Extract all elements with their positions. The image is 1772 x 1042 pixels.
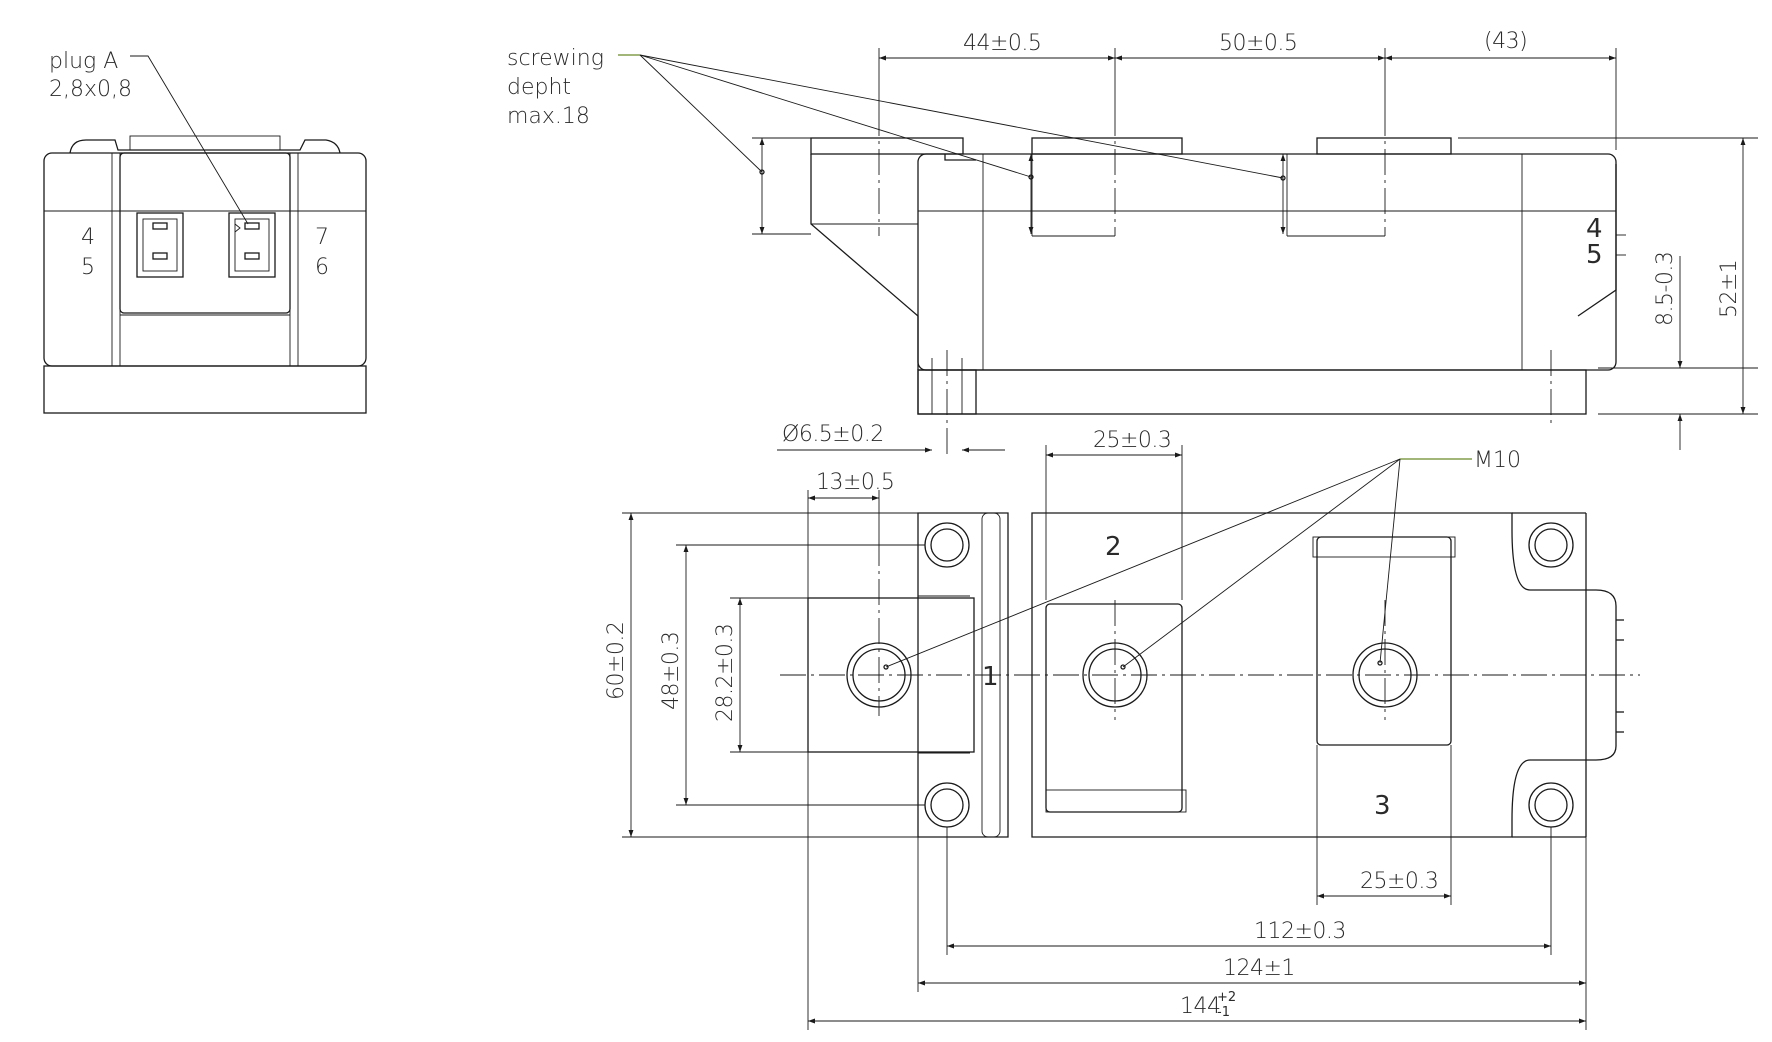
- plug-size-label: 2,8x0,8: [49, 77, 132, 102]
- dim-52: 52±1: [1717, 260, 1742, 318]
- mounting-hole-br: [1528, 782, 1574, 828]
- screwing-line2: depht: [507, 75, 571, 100]
- dim-25-top: 25±0.3: [1093, 428, 1171, 453]
- dim-25-bottom: 25±0.3: [1360, 869, 1438, 894]
- pin-label-5: 5: [81, 255, 95, 280]
- top-view: 1 2 3 M10: [780, 448, 1640, 838]
- screwing-line3: max.18: [507, 104, 590, 129]
- screwing-line1: screwing: [507, 46, 604, 71]
- screwing-depth-note: screwing depht max.18: [507, 46, 1286, 235]
- thread-label: M10: [1474, 448, 1521, 473]
- top-view-dimensions: 25±0.3 13±0.5 60±0.2 48±0.3 28.2±0.3 25±…: [604, 428, 1587, 1030]
- terminal-label-1: 1: [982, 662, 999, 692]
- dim-44: 44±0.5: [963, 31, 1041, 56]
- dim-50: 50±0.5: [1219, 31, 1297, 56]
- terminal-label-3: 3: [1374, 791, 1391, 821]
- mounting-hole-tr: [1528, 522, 1574, 568]
- dim-6-5: Ø6.5±0.2: [782, 422, 884, 447]
- pin-label-4: 4: [81, 225, 95, 250]
- dim-124: 124±1: [1223, 956, 1295, 981]
- mounting-hole-bl: [924, 782, 970, 828]
- dim-144-tol-upper: +2: [1217, 990, 1236, 1005]
- plug-label: plug A: [49, 49, 118, 74]
- end-view: plug A 2,8x0,8 4 5 7 6: [43, 49, 367, 414]
- plug-leader: [130, 55, 249, 225]
- dim-28-2: 28.2±0.3: [713, 624, 738, 722]
- right-dimensions: 8.5-0.3 52±1: [1458, 137, 1758, 450]
- pin-label-6: 6: [315, 255, 329, 280]
- pin-label-7: 7: [315, 225, 329, 250]
- dim-144: 144: [1180, 994, 1221, 1019]
- dim-8-5: 8.5-0.3: [1653, 252, 1678, 326]
- diameter-dimension: Ø6.5±0.2: [777, 422, 1005, 453]
- side-view: 4 5: [810, 110, 1626, 455]
- top-dimensions: 44±0.5 50±0.5 (43): [878, 29, 1617, 150]
- terminal-label-2: 2: [1105, 532, 1122, 562]
- dim-60: 60±0.2: [604, 622, 629, 700]
- dim-48: 48±0.3: [659, 632, 684, 710]
- dim-144-tol-lower: -1: [1217, 1005, 1230, 1020]
- dim-112: 112±0.3: [1254, 919, 1346, 944]
- dim-43: (43): [1484, 29, 1527, 54]
- side-pin-5: 5: [1586, 240, 1603, 270]
- side-pin-4: 4: [1586, 214, 1603, 244]
- plug-socket-left: [136, 212, 184, 278]
- dim-13: 13±0.5: [816, 470, 894, 495]
- plug-socket-right: [228, 212, 276, 278]
- mounting-hole-tl: [924, 522, 970, 568]
